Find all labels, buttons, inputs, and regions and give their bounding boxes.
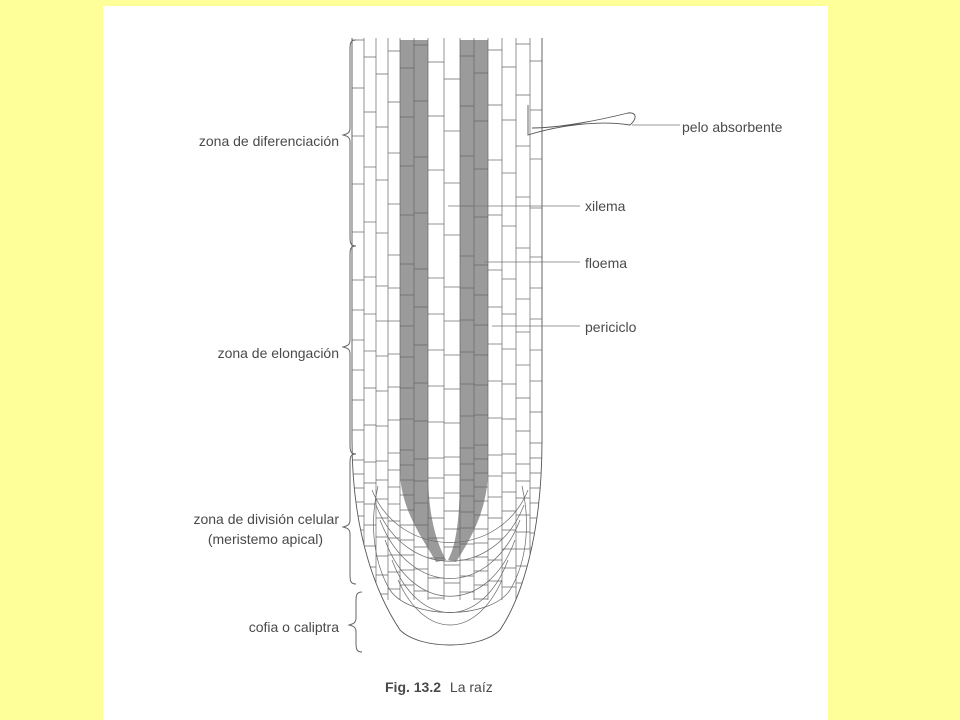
figure-panel: pelo absorbente xilema floema periciclo … (103, 6, 828, 720)
brace-root-cap (347, 591, 363, 653)
label-pericycle: periciclo (585, 319, 637, 335)
root-hair (527, 105, 636, 136)
figure-caption: Fig. 13.2 La raíz (385, 679, 493, 695)
label-phloem: floema (585, 255, 627, 271)
root-diagram: pelo absorbente xilema floema periciclo … (193, 38, 783, 695)
vascular-strand-right (448, 40, 488, 562)
label-root-hair: pelo absorbente (682, 119, 783, 135)
brace-elongation (341, 245, 357, 455)
root-cap-cells (373, 485, 527, 613)
vascular-strands (400, 40, 488, 562)
meristem-arcs (371, 489, 529, 626)
label-differentiation-zone: zona de diferenciación (199, 133, 339, 149)
root-outline (351, 38, 543, 646)
caption-prefix: Fig. 13.2 (385, 679, 441, 695)
root-illustration (341, 38, 680, 653)
label-elongation-zone: zona de elongación (218, 345, 339, 361)
label-division-zone-line2: (meristemo apical) (208, 531, 323, 547)
label-division-zone-line1: zona de división celular (193, 511, 339, 527)
brace-differentiation (341, 39, 357, 247)
vascular-strand-left (400, 40, 446, 562)
label-root-cap: cofia o caliptra (249, 619, 339, 635)
label-xylem: xilema (585, 198, 626, 214)
caption-text: La raíz (450, 679, 493, 695)
brace-division (341, 453, 357, 585)
